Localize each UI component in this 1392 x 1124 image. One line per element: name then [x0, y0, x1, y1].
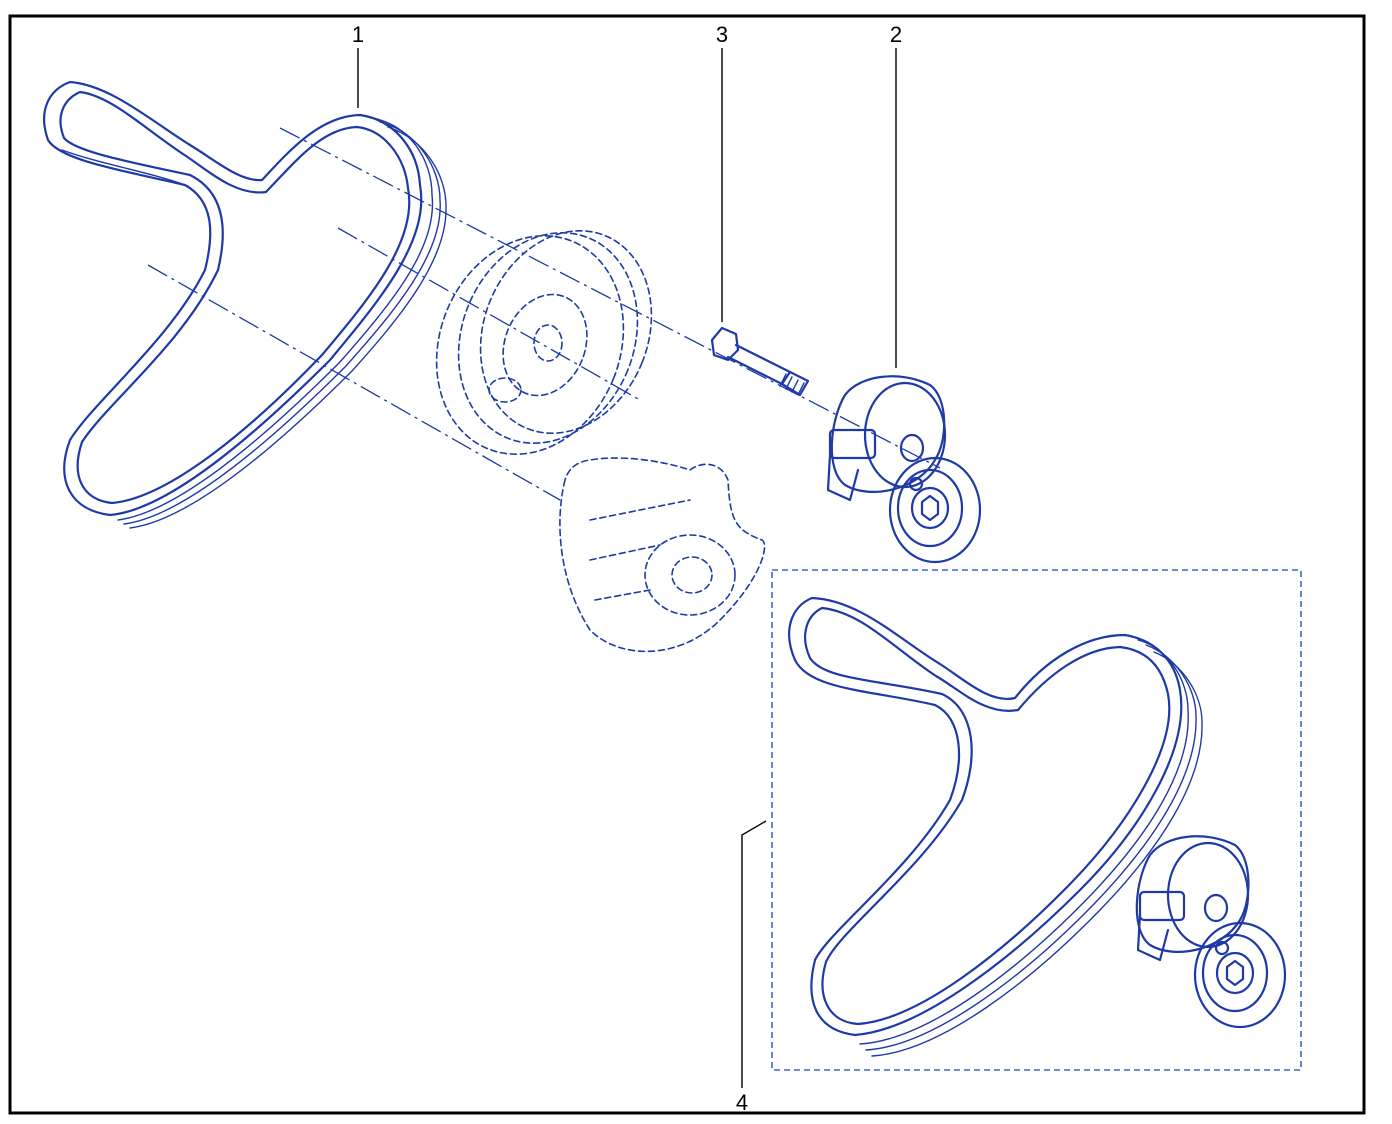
alignment-axes: [147, 127, 941, 501]
callout-1-label: 1: [352, 22, 364, 47]
callout-3-label: 3: [716, 22, 728, 47]
service-kit-frame: [771, 569, 1302, 1071]
tensioner-bolt[interactable]: [710, 326, 810, 397]
belt-tensioner[interactable]: [826, 375, 982, 564]
drive-belt[interactable]: [43, 80, 447, 529]
diagram-frame: [8, 14, 1366, 1115]
callout-2-label: 2: [890, 22, 902, 47]
crankshaft-pulley-reference: [435, 229, 653, 455]
kit-belt-tensioner[interactable]: [1135, 835, 1287, 1029]
callout-4-label: 4: [736, 1090, 748, 1115]
kit-drive-belt[interactable]: [788, 596, 1203, 1057]
alternator-reference: [559, 457, 766, 653]
callout-leaders: [357, 48, 897, 1088]
